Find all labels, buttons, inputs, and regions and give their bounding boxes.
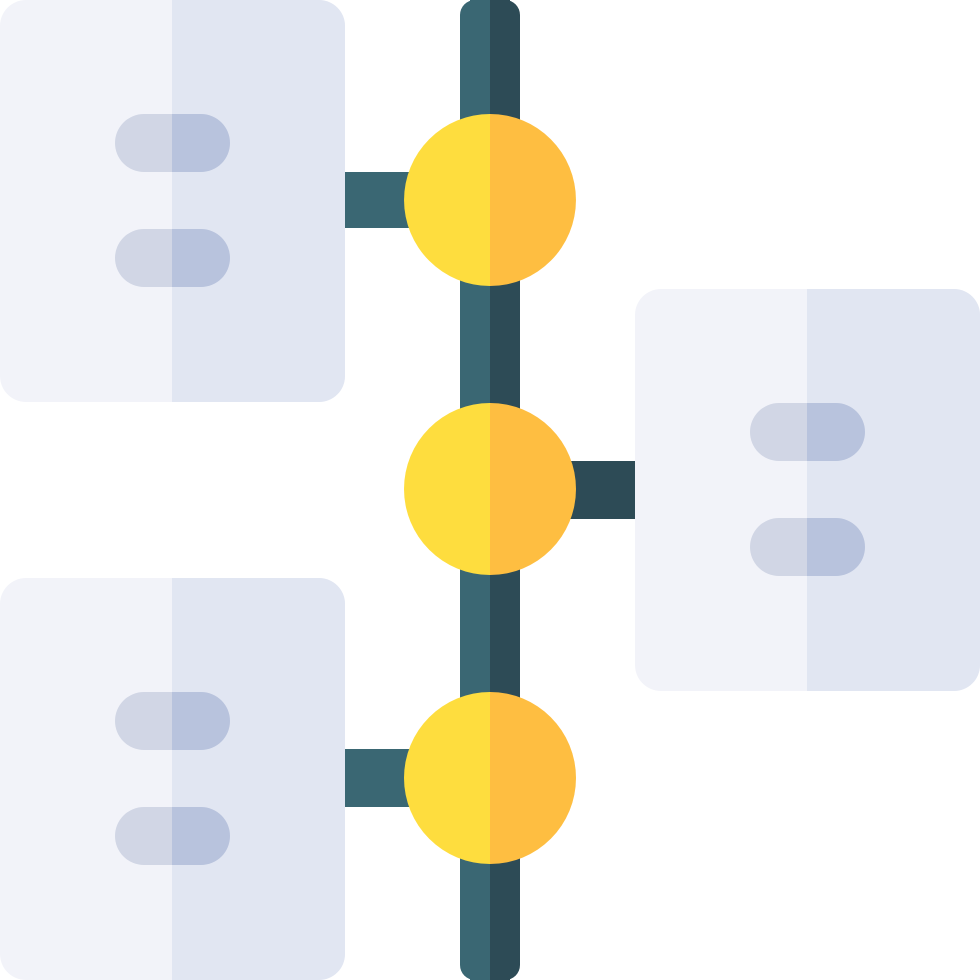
timeline-node-bottom [404, 692, 576, 864]
card-shade [172, 578, 345, 980]
card-shade [172, 0, 345, 402]
card-text-line [115, 229, 230, 287]
event-card-middle [635, 289, 980, 691]
card-text-line [750, 403, 865, 461]
card-shade [807, 289, 980, 691]
card-text-line [750, 518, 865, 576]
card-text-line [115, 692, 230, 750]
timeline-node-middle [404, 403, 576, 575]
timeline-node-top [404, 114, 576, 286]
card-text-line [115, 807, 230, 865]
card-text-line [115, 114, 230, 172]
event-card-bottom [0, 578, 345, 980]
event-card-top [0, 0, 345, 402]
